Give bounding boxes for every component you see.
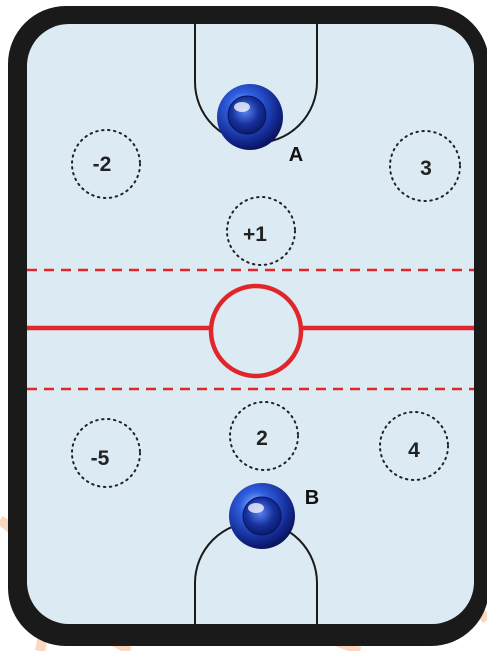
player-a-label: A — [289, 144, 303, 166]
spot-label: -5 — [91, 447, 110, 470]
player-a-puck[interactable] — [217, 84, 283, 150]
player-b-puck[interactable] — [229, 483, 295, 549]
blue-puck-icon — [217, 84, 283, 150]
spot-label: 2 — [256, 427, 268, 450]
spot-label: 4 — [408, 439, 420, 462]
spot-label: +1 — [243, 223, 267, 246]
spot-label: -2 — [93, 153, 112, 176]
blue-puck-icon — [229, 483, 295, 549]
spot-label: 3 — [420, 157, 432, 180]
player-b-label: B — [305, 487, 319, 509]
